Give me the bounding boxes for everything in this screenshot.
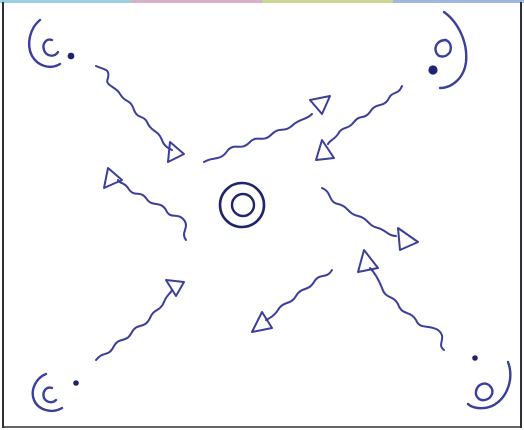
top-edge-segment: [0, 0, 131, 3]
top-edge-segment: [393, 0, 524, 3]
top-edge-segment: [262, 0, 393, 3]
top-edge-strip: [0, 0, 524, 3]
spiral-dot: [428, 65, 437, 74]
spiral-dot: [68, 53, 75, 60]
top-edge-segment: [131, 0, 262, 3]
spiral-dot: [472, 355, 478, 361]
spiral-dot: [73, 380, 79, 386]
